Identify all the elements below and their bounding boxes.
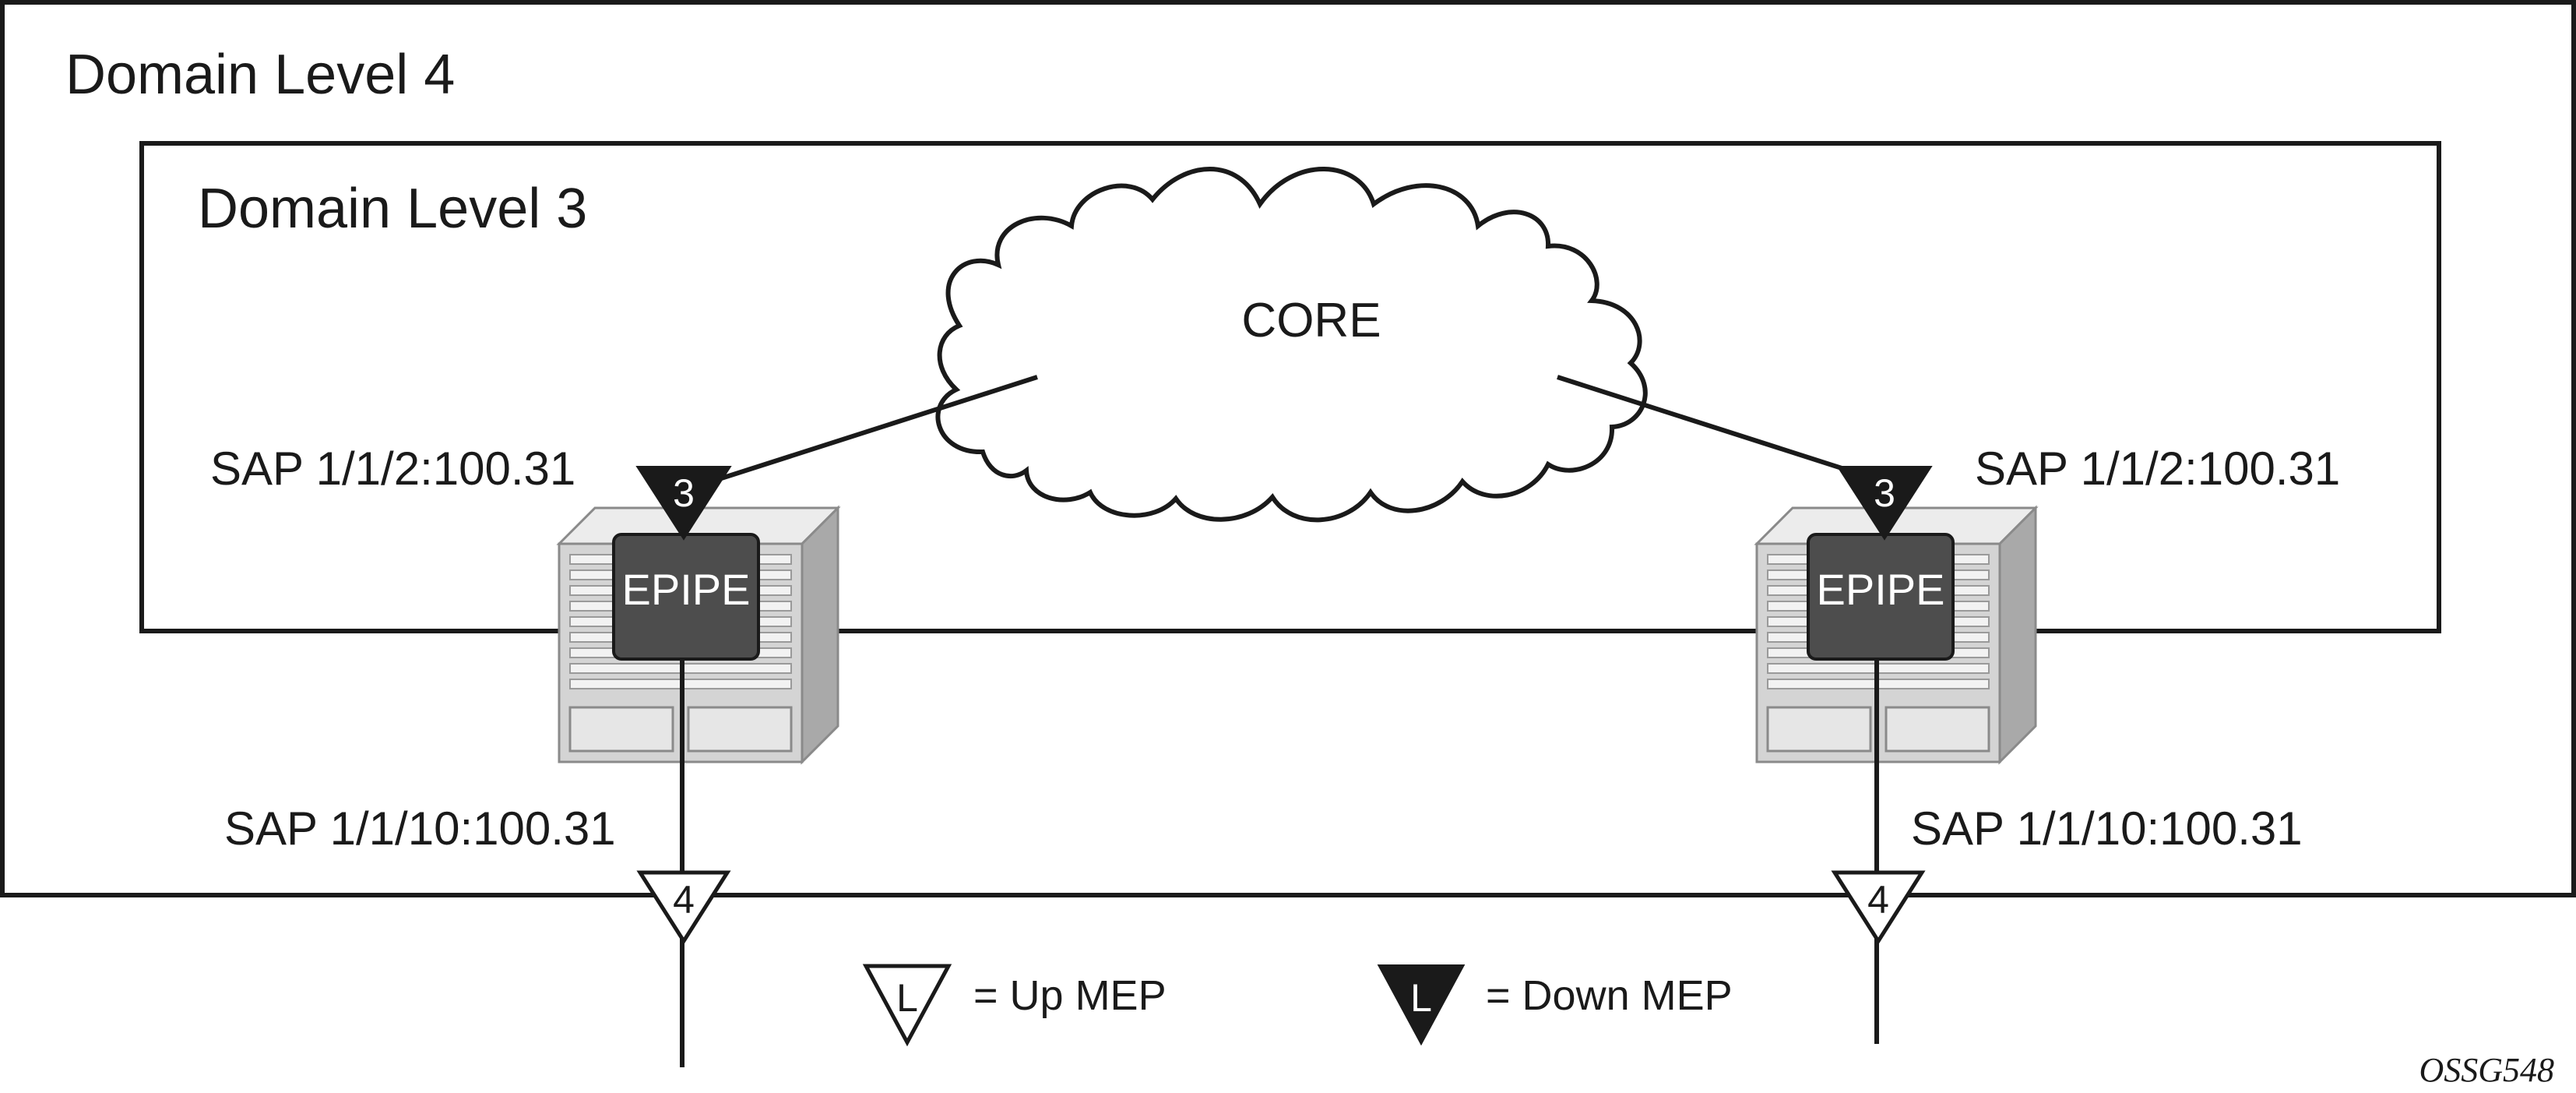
legend-down-mep-text: = Down MEP (1486, 972, 1733, 1019)
right-epipe-box (1807, 533, 1955, 661)
left-network-sap-label: SAP 1/1/2:100.31 (210, 442, 575, 495)
left-core-link (716, 375, 1038, 482)
right-down-mep-icon (1836, 466, 1933, 541)
domain-level-4-box (0, 0, 2576, 897)
core-cloud (935, 167, 1648, 523)
core-label: CORE (1241, 294, 1381, 347)
left-down-mep-level: 3 (673, 471, 695, 515)
right-down-mep-level: 3 (1874, 471, 1895, 515)
legend-up-mep-text: = Up MEP (973, 972, 1167, 1019)
legend-down-mep-icon (1377, 964, 1466, 1046)
legend-down-mep-symbol: L (1410, 976, 1432, 1020)
figure-id: OSSG548 (2419, 1051, 2554, 1089)
left-down-mep-icon (635, 466, 732, 541)
legend-up-mep-symbol: L (896, 976, 918, 1020)
domain-level-3-label: Domain Level 3 (198, 178, 587, 240)
domain-level-4-label: Domain Level 4 (65, 44, 455, 106)
left-up-mep-icon (636, 870, 731, 945)
left-access-sap-label: SAP 1/1/10:100.31 (224, 802, 616, 855)
right-access-sap-label: SAP 1/1/10:100.31 (1911, 802, 2303, 855)
left-up-mep-level: 4 (673, 878, 695, 922)
legend: L = Up MEP L = Down MEP (862, 964, 1733, 1047)
right-core-link (1557, 375, 1879, 482)
left-epipe-label: EPIPE (622, 565, 751, 614)
right-epipe-label: EPIPE (1817, 565, 1945, 614)
right-up-mep-level: 4 (1867, 878, 1889, 922)
right-network-sap-label: SAP 1/1/2:100.31 (1975, 442, 2340, 495)
legend-up-mep-icon (862, 964, 952, 1047)
domain-level-3-box (139, 141, 2441, 633)
right-up-mep-icon (1831, 870, 1926, 945)
